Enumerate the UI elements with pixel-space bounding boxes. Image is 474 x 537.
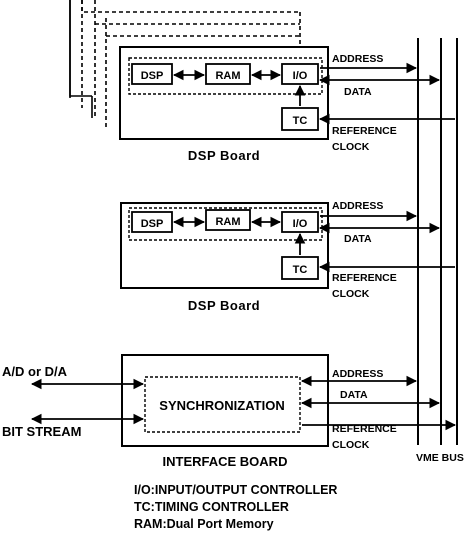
ram-chip-2-label: RAM xyxy=(215,216,240,228)
dsp-board-2 xyxy=(120,202,329,289)
tc-chip-1 xyxy=(281,107,319,131)
synchronization-label: SYNCHRONIZATION xyxy=(159,398,284,413)
vme-bus xyxy=(417,38,458,445)
io-chip-2 xyxy=(281,211,319,233)
io-chip-1-label: I/O xyxy=(293,70,308,82)
synchronization-block xyxy=(144,376,301,433)
reference-label-2: REFERENCE xyxy=(332,272,397,284)
stack-top-edge-1 xyxy=(81,0,300,13)
vme-bus-label: VME BUS xyxy=(416,452,464,464)
dsp-board-2-bus-area xyxy=(128,207,323,241)
reference-label-3: REFERENCE xyxy=(332,423,397,435)
data-label-3: DATA xyxy=(340,389,368,401)
data-label-1: DATA xyxy=(344,86,372,98)
address-label-2: ADDRESS xyxy=(332,200,383,212)
bus-links-board-1 xyxy=(318,62,455,125)
interface-board-title: INTERFACE BOARD xyxy=(163,454,288,469)
ram-chip-2 xyxy=(205,209,251,231)
clock-label-2: CLOCK xyxy=(332,288,370,300)
io-chip-1 xyxy=(281,63,319,85)
clock-label-3: CLOCK xyxy=(332,439,370,451)
ad-da-label: A/D or D/A xyxy=(2,364,68,379)
dsp-chip-1 xyxy=(131,63,173,85)
ram-chip-1-label: RAM xyxy=(215,70,240,82)
bus-links-interface xyxy=(300,375,457,431)
bit-stream-label: BIT STREAM xyxy=(2,424,81,439)
address-label-3: ADDRESS xyxy=(332,368,383,380)
bus-links-board-2 xyxy=(318,210,455,273)
legend-tc: TC:TIMING CONTROLLER xyxy=(134,500,289,514)
address-label-1: ADDRESS xyxy=(332,53,383,65)
io-chip-2-label: I/O xyxy=(293,218,308,230)
ram-chip-1 xyxy=(205,63,251,85)
tc-chip-2 xyxy=(281,256,319,280)
clock-label-1: CLOCK xyxy=(332,141,370,153)
tc-chip-2-label: TC xyxy=(293,264,308,276)
dsp-chip-1-label: DSP xyxy=(141,70,164,82)
data-label-2: DATA xyxy=(344,233,372,245)
legend-io: I/O:INPUT/OUTPUT CONTROLLER xyxy=(134,483,337,497)
legend-ram: RAM:Dual Port Memory xyxy=(134,517,274,531)
tc-chip-1-label: TC xyxy=(293,115,308,127)
reference-label-1: REFERENCE xyxy=(332,125,397,137)
dsp-chip-2 xyxy=(131,211,173,233)
stacked-boards-outline xyxy=(69,0,301,128)
dsp-board-1-title: DSP Board xyxy=(188,148,260,163)
dsp-board-2-title: DSP Board xyxy=(188,298,260,313)
dsp-chip-2-label: DSP xyxy=(141,218,164,230)
